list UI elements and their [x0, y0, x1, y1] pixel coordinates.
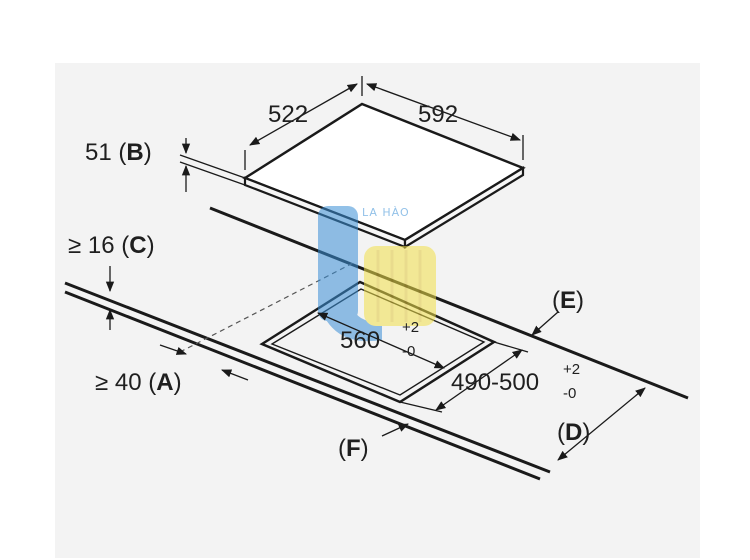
dimension-522: 522 — [244, 76, 363, 170]
label-592: 592 — [418, 101, 458, 128]
label-560-tol-plus: +2 — [402, 319, 419, 336]
label-560: 560 — [340, 327, 380, 354]
worktop-front-edge-bottom — [64, 290, 541, 481]
label-min-16-c: ≥ 16 (C) — [68, 232, 155, 259]
dimension-min-40-a: ≥ 40 (A) — [95, 344, 249, 396]
label-e: (E) — [552, 287, 584, 314]
hob-side-right — [403, 166, 525, 249]
label-d: (D) — [557, 419, 590, 446]
marker-e: (E) — [531, 287, 584, 336]
label-min-16: ≥ 16 — [68, 232, 115, 259]
letter-d: D — [565, 419, 582, 446]
label-490-tol-plus: +2 — [563, 361, 580, 378]
letter-a: A — [156, 369, 173, 396]
dimension-560: 560 +2 -0 — [317, 312, 445, 369]
watermark-blue-block — [318, 206, 358, 321]
marker-d: (D) — [557, 387, 646, 461]
label-f: (F) — [338, 435, 369, 462]
worktop-front-edge-top — [64, 281, 551, 474]
dimension-592: 592 — [366, 83, 524, 160]
letter-c: C — [129, 232, 146, 259]
marker-f: (F) — [338, 423, 409, 462]
worktop-back-edge — [209, 206, 689, 400]
watermark-yellow-block — [364, 246, 436, 326]
letter-f: F — [346, 435, 361, 462]
letter-b: B — [126, 139, 143, 166]
label-490-tol-minus: -0 — [563, 385, 576, 402]
label-490-500: 490-500 — [451, 369, 539, 396]
dimension-min-16-c: ≥ 16 (C) — [68, 232, 155, 330]
label-51-b: 51 (B) — [85, 139, 152, 166]
label-min-40-a: ≥ 40 (A) — [95, 369, 182, 396]
watermark-text: LA HÀO — [362, 206, 410, 219]
dimension-51-b: 51 (B) — [85, 138, 246, 192]
dimension-490-500: 490-500 +2 -0 — [399, 341, 580, 413]
letter-e: E — [560, 287, 576, 314]
label-51: 51 — [85, 139, 112, 166]
label-min-40: ≥ 40 — [95, 369, 142, 396]
label-522: 522 — [268, 101, 308, 128]
label-560-tol-minus: -0 — [402, 343, 415, 360]
